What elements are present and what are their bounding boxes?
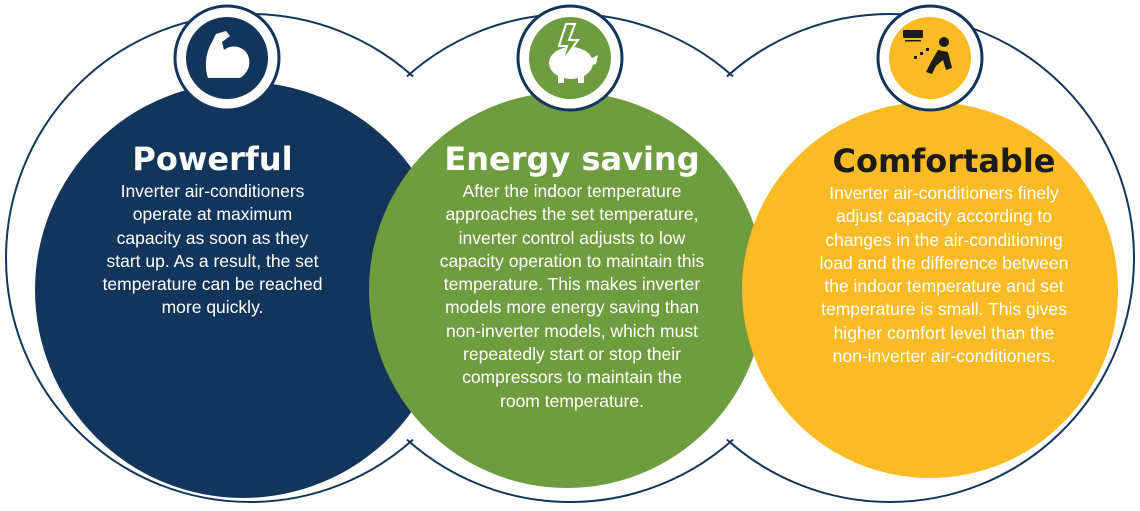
- description-line: Inverter air-conditioners: [120, 181, 305, 201]
- description-line: capacity operation to maintain this: [439, 250, 705, 271]
- description-line: temperature. This makes inverter: [443, 274, 701, 295]
- panel-comfortable: Comfortable Inverter air-conditioners fi…: [800, 142, 1088, 368]
- panel-title: Powerful: [132, 140, 293, 178]
- panel-powerful: Powerful Inverter air-conditioners opera…: [95, 140, 330, 320]
- panel-description: Inverter air-conditioners finely adjust …: [800, 182, 1088, 368]
- description-line: Inverter air-conditioners finely: [829, 183, 1059, 203]
- description-line: adjust capacity according to: [836, 206, 1052, 227]
- description-line: room temperature.: [500, 390, 644, 411]
- badge-powerful: [173, 4, 281, 112]
- description-line: After the indoor temperature: [462, 181, 682, 201]
- description-line: non-inverter models, which must: [446, 320, 698, 341]
- panel-title: Energy saving: [444, 140, 700, 178]
- description-line: temperature can be reached: [102, 274, 323, 295]
- description-line: start up. As a result, the set: [106, 250, 319, 271]
- panel-energy-saving: Energy saving After the indoor temperatu…: [412, 140, 732, 413]
- description-line: temperature is small. This gives: [821, 299, 1067, 320]
- description-line: load and the difference between: [819, 252, 1069, 273]
- description-line: inverter control adjusts to low: [458, 227, 686, 248]
- panel-title: Comfortable: [832, 142, 1056, 180]
- panel-description: Inverter air-conditioners operate at max…: [95, 180, 330, 320]
- person-relaxing-air-conditioner-icon: [903, 30, 952, 74]
- description-line: repeatedly start or stop their: [463, 344, 681, 365]
- flexed-bicep-icon: [205, 31, 250, 78]
- description-line: capacity as soon as they: [116, 227, 309, 248]
- description-line: operate at maximum: [132, 204, 293, 225]
- description-line: models more energy saving than: [445, 297, 699, 318]
- description-line: more quickly.: [161, 297, 264, 318]
- panel-description: After the indoor temperature approaches …: [412, 180, 732, 413]
- description-line: compressors to maintain the: [462, 367, 682, 388]
- badge-energy: [516, 4, 624, 112]
- description-line: changes in the air-conditioning: [825, 229, 1063, 250]
- description-line: approaches the set temperature,: [445, 204, 699, 225]
- piggy-bank-lightning-icon: [549, 23, 598, 83]
- description-line: non-inverter air-conditioners.: [832, 346, 1056, 367]
- badge-comfortable: [876, 4, 984, 112]
- panel-disc-powerful: [35, 82, 451, 498]
- panel-disc-energy: [369, 92, 765, 488]
- description-line: higher comfort level than the: [833, 322, 1055, 343]
- description-line: the indoor temperature and set: [824, 276, 1064, 297]
- panel-disc-comfortable: [742, 102, 1118, 478]
